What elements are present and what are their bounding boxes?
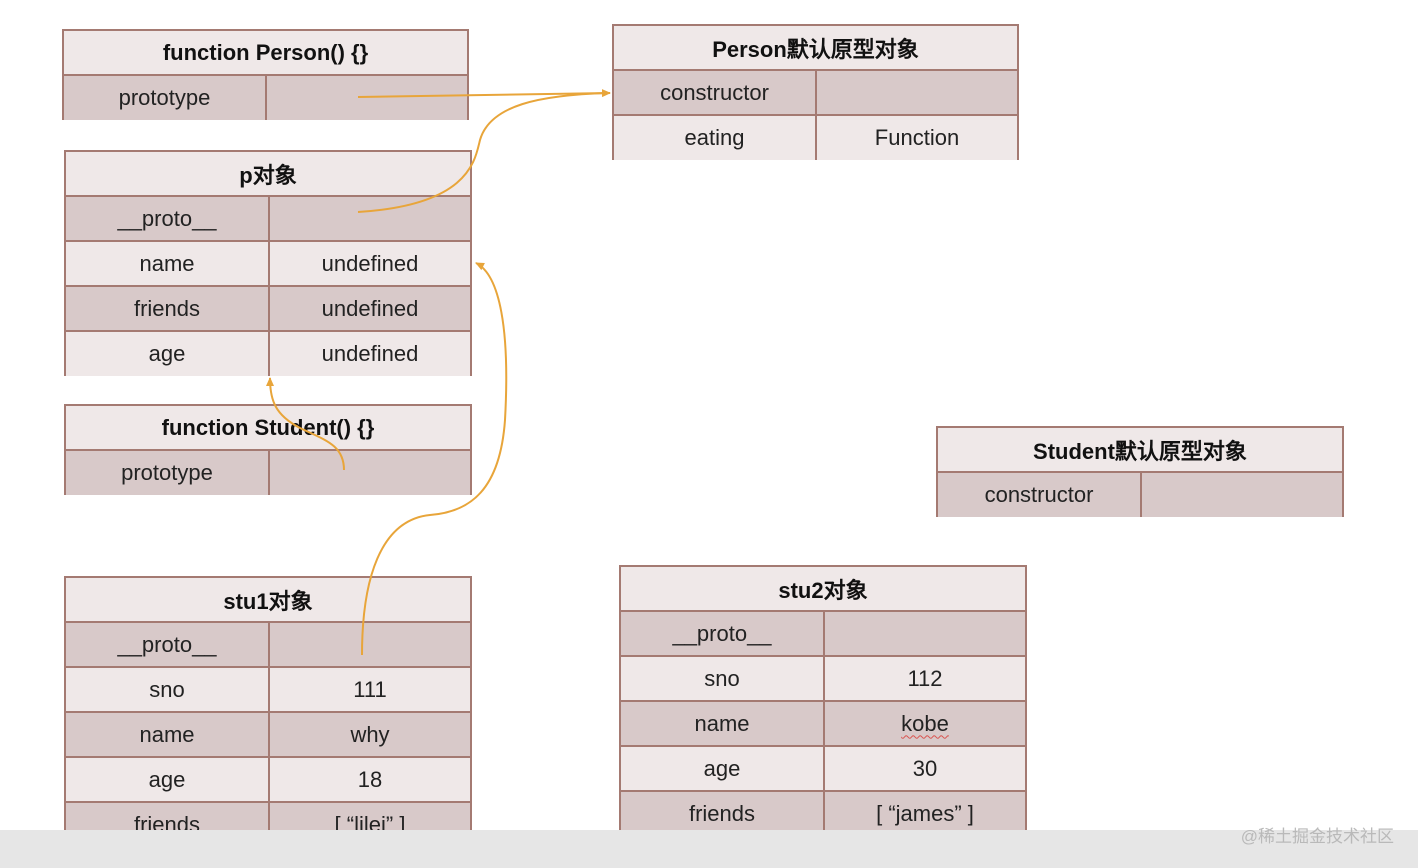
student-prototype-arrow <box>266 377 345 471</box>
stu2-object-table: stu2对象 __proto__ sno 112 name kobe age 3… <box>619 565 1027 836</box>
row-key: friends <box>621 792 825 836</box>
table-row: __proto__ <box>66 197 470 242</box>
row-value: Function <box>874 125 960 150</box>
person-prototype-arrow <box>357 89 611 98</box>
person-function-table: function Person() {} prototype <box>62 29 469 120</box>
row-value: kobe <box>901 710 949 736</box>
row-value: why <box>350 721 390 747</box>
row-key: name <box>66 713 270 756</box>
row-key: age <box>66 332 270 376</box>
row-key: __proto__ <box>621 612 825 655</box>
table-row: constructor <box>938 473 1342 517</box>
p-object-table: p对象 __proto__ name undefined friends und… <box>64 150 472 376</box>
row-value: [ “james” ] <box>876 801 974 826</box>
table-row: age undefined <box>66 332 470 376</box>
row-value: undefined <box>321 295 419 321</box>
table-title: Person默认原型对象 <box>614 26 1017 71</box>
table-row: __proto__ <box>621 612 1025 657</box>
stu1-proto-arrow <box>361 262 508 656</box>
table-row: prototype <box>64 76 467 120</box>
row-key: age <box>621 747 825 790</box>
table-title: stu2对象 <box>621 567 1025 612</box>
table-title: p对象 <box>66 152 470 197</box>
person-prototype-table: Person默认原型对象 constructor eating Function <box>612 24 1019 160</box>
row-key: name <box>66 242 270 285</box>
table-row: name undefined <box>66 242 470 287</box>
table-row: prototype <box>66 451 470 495</box>
row-value: 112 <box>907 665 943 691</box>
p-proto-arrow <box>357 92 609 213</box>
table-row: name why <box>66 713 470 758</box>
row-key: constructor <box>938 473 1142 517</box>
row-key: prototype <box>66 451 270 495</box>
row-key: prototype <box>64 76 267 120</box>
table-title: function Person() {} <box>64 31 467 76</box>
row-key: age <box>66 758 270 801</box>
row-value: 111 <box>353 676 387 702</box>
table-row: sno 111 <box>66 668 470 713</box>
row-key: name <box>621 702 825 745</box>
watermark-text: @稀土掘金技术社区 <box>1240 827 1394 846</box>
row-value: 18 <box>357 766 383 792</box>
table-title: function Student() {} <box>66 406 470 451</box>
row-key: sno <box>621 657 825 700</box>
table-row: __proto__ <box>66 623 470 668</box>
table-title: stu1对象 <box>66 578 470 623</box>
table-row: friends [ “james” ] <box>621 792 1025 836</box>
student-function-table: function Student() {} prototype <box>64 404 472 495</box>
table-row: sno 112 <box>621 657 1025 702</box>
row-value: undefined <box>321 250 419 276</box>
row-key: __proto__ <box>66 197 270 240</box>
table-row: age 18 <box>66 758 470 803</box>
table-title: Student默认原型对象 <box>938 428 1342 473</box>
table-row: eating Function <box>614 116 1017 160</box>
table-row: age 30 <box>621 747 1025 792</box>
row-key: constructor <box>614 71 817 114</box>
row-key: friends <box>66 287 270 330</box>
row-value: undefined <box>321 341 419 366</box>
table-row: friends undefined <box>66 287 470 332</box>
row-value: 30 <box>912 755 938 781</box>
student-prototype-table: Student默认原型对象 constructor <box>936 426 1344 517</box>
table-row: name kobe <box>621 702 1025 747</box>
bottom-bar <box>0 830 1418 868</box>
row-key: eating <box>614 116 817 160</box>
row-key: sno <box>66 668 270 711</box>
table-row: constructor <box>614 71 1017 116</box>
row-key: __proto__ <box>66 623 270 666</box>
